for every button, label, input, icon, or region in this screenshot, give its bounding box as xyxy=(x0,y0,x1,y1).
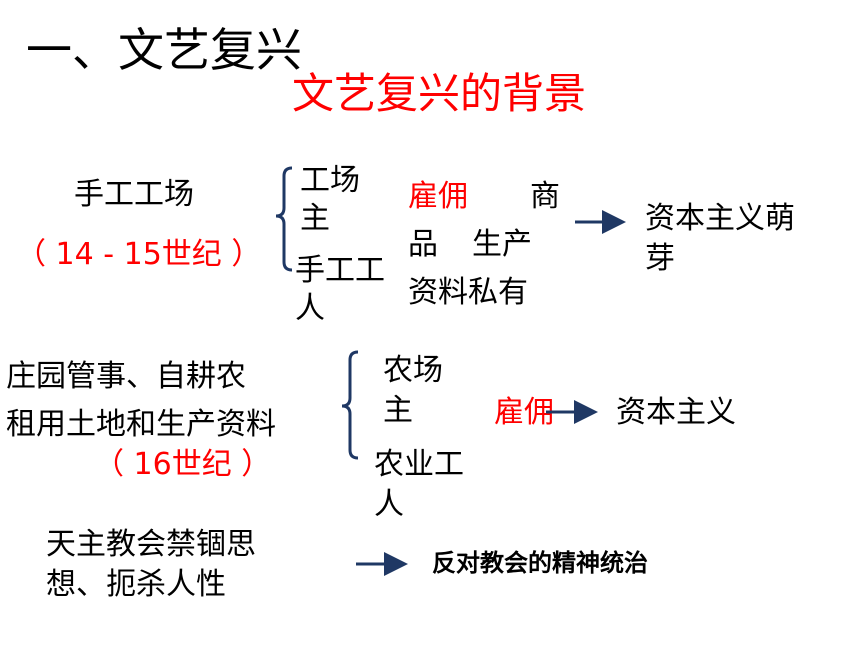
slide-subtitle: 文艺复兴的背景 xyxy=(292,69,587,118)
church-label-line2: 想、扼杀人性 xyxy=(46,567,226,602)
farm-label-line2: 租用土地和生产资料 xyxy=(6,407,276,442)
workshop-owner-line1: 工场 xyxy=(300,163,360,198)
workshop-rel-a: 商 xyxy=(530,179,560,214)
farm-result: 资本主义 xyxy=(616,395,736,430)
slide-title: 一、文艺复兴 xyxy=(26,23,302,77)
workshop-owner-line2: 主 xyxy=(300,201,330,236)
workshop-brace xyxy=(275,166,293,272)
workshop-rel-c: 生产 xyxy=(472,227,532,262)
farm-relation: 雇佣 xyxy=(494,395,554,430)
workshop-period: （ 14 - 15世纪 ） xyxy=(16,237,262,272)
farm-period: （ 16世纪 ） xyxy=(94,447,272,482)
farm-brace xyxy=(341,350,359,460)
church-label-line1: 天主教会禁锢思 xyxy=(46,527,256,562)
workshop-result-line1: 资本主义萌 xyxy=(645,201,795,236)
workshop-worker-line2: 人 xyxy=(295,291,325,326)
workshop-rel-d: 资料私有 xyxy=(408,275,528,310)
farm-label-line1: 庄园管事、自耕农 xyxy=(6,359,246,394)
workshop-result-line2: 芽 xyxy=(645,241,675,276)
farm-owner-line2: 主 xyxy=(383,393,413,428)
workshop-rel-b: 品 xyxy=(408,227,438,262)
farm-worker-line1: 农业工 xyxy=(374,447,464,482)
workshop-relation: 雇佣 xyxy=(408,179,468,214)
farm-worker-line2: 人 xyxy=(374,487,404,522)
workshop-worker-line1: 手工工 xyxy=(295,253,385,288)
farm-owner-line1: 农场 xyxy=(383,353,443,388)
workshop-label: 手工工场 xyxy=(74,177,194,212)
church-result: 反对教会的精神统治 xyxy=(432,549,648,577)
